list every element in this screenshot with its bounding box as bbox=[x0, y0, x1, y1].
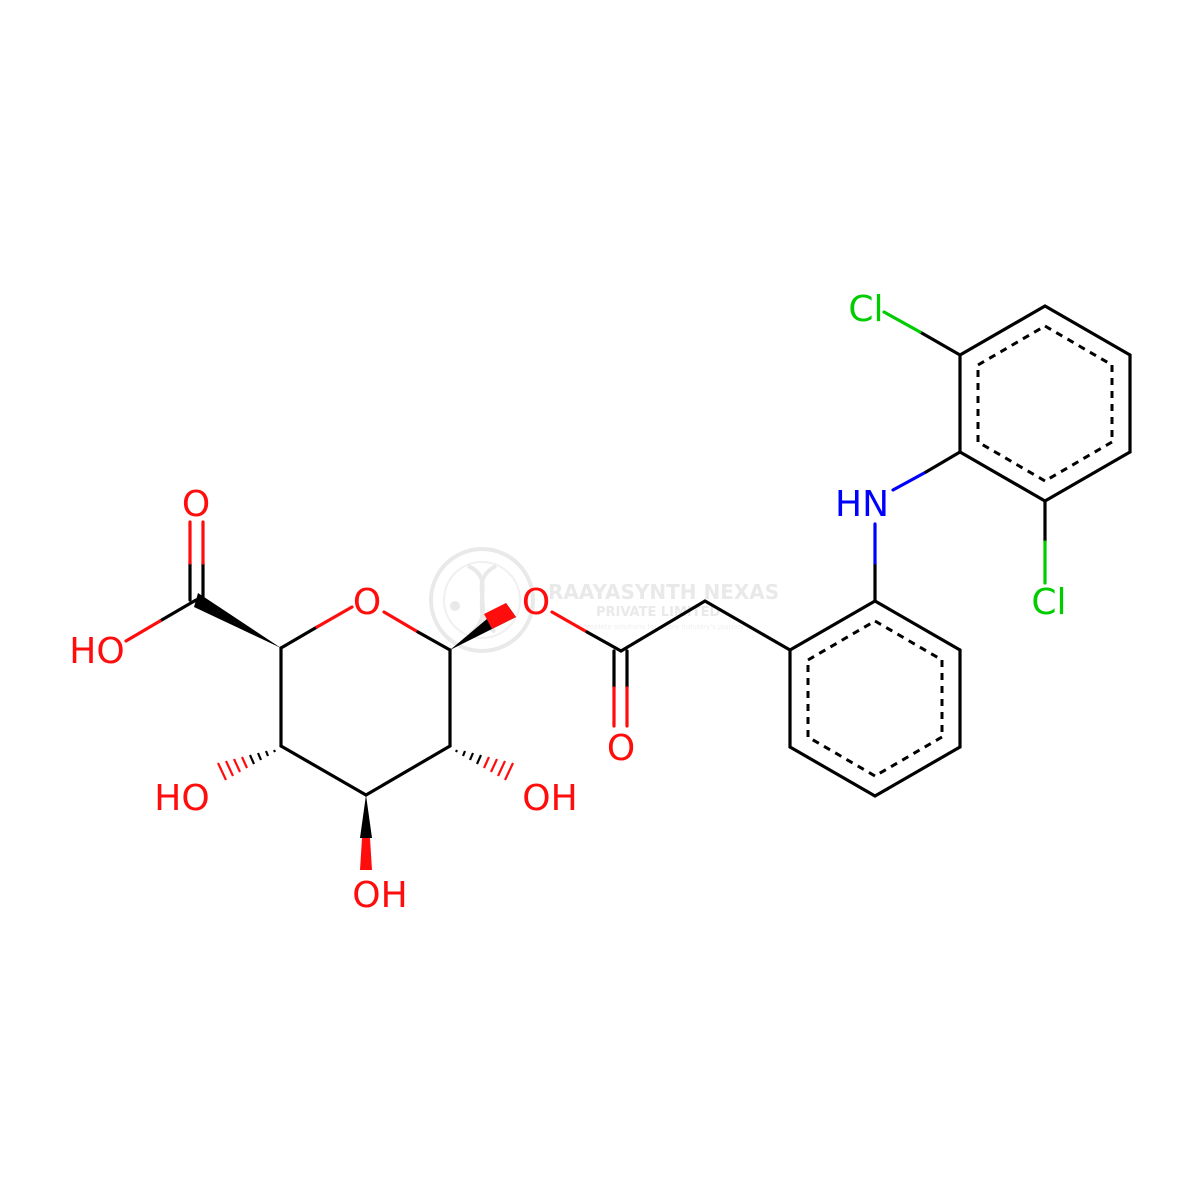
bond-ch2-aryl bbox=[703, 599, 792, 652]
bond-ringb-3-4 bbox=[1043, 304, 1132, 357]
bond-nh-ringb bbox=[924, 450, 962, 474]
wedge-c1-oester-red bbox=[484, 603, 516, 629]
bond-oester-ccarbonyl-red bbox=[550, 610, 589, 634]
hash-c2-6 bbox=[490, 758, 498, 773]
atom-cl-top: Cl bbox=[848, 289, 883, 330]
aromatic-ringb-5 bbox=[1044, 440, 1113, 483]
bond-ringa-4-5 bbox=[873, 745, 962, 798]
atom-nh: HN bbox=[835, 484, 889, 525]
hash-c2-1 bbox=[455, 749, 458, 753]
bond-ringb-cltop-green bbox=[882, 310, 922, 334]
wedge-bonds bbox=[194, 593, 516, 870]
atom-o-ester: O bbox=[522, 582, 550, 623]
watermark-name: RAAYASYNTH NEXAS bbox=[548, 580, 779, 604]
aromatic-ringa-2 bbox=[874, 619, 943, 662]
bond-ringa-1-2 bbox=[788, 599, 877, 652]
bond-ringa-5-6 bbox=[788, 745, 877, 798]
hash-c4-3 bbox=[256, 752, 263, 761]
atom-o-acid-double: O bbox=[182, 484, 210, 525]
wedge-c5-c6 bbox=[194, 593, 281, 648]
atom-ho-c4: HO bbox=[154, 778, 209, 819]
bond-c3-c4 bbox=[279, 744, 368, 797]
watermark-subtitle: PRIVATE LIMITED bbox=[596, 605, 721, 620]
watermark-logo: RAAYASYNTH NEXAS PRIVATE LIMITED Complet… bbox=[429, 547, 779, 653]
hash-c2-8 bbox=[504, 762, 514, 781]
bond-nh-ringb-blue bbox=[891, 470, 928, 492]
aromatic-ringb-2 bbox=[977, 324, 1046, 367]
bond-c6-ohacid bbox=[158, 598, 198, 623]
hashed-bonds bbox=[217, 749, 514, 781]
aromatic-ringb-3 bbox=[1044, 324, 1113, 367]
aromatic-ringa-1 bbox=[807, 619, 876, 662]
hash-c4-4 bbox=[248, 754, 256, 765]
bond-ringa-2-3 bbox=[873, 599, 962, 652]
aromatic-ringb-6 bbox=[977, 440, 1046, 483]
wedge-c3-oh-red bbox=[360, 838, 372, 870]
atom-o-ring: O bbox=[353, 582, 381, 623]
bond-lines bbox=[124, 304, 1132, 798]
watermark-dot bbox=[450, 601, 460, 611]
wedge-c3-oh bbox=[360, 795, 372, 838]
atom-ho-acid: HO bbox=[69, 631, 124, 672]
hash-c4-7 bbox=[225, 760, 234, 777]
hash-c4-8 bbox=[217, 762, 227, 781]
bond-oring-c1 bbox=[416, 630, 452, 652]
hash-c4-6 bbox=[233, 758, 241, 773]
bond-oester-ccarbonyl bbox=[585, 630, 623, 653]
bond-ringb-cltop bbox=[918, 330, 962, 357]
atom-labels: O O O O HO HO OH OH HN Cl Cl bbox=[69, 289, 1066, 916]
bond-c2-c3 bbox=[364, 744, 452, 797]
atom-cl-bottom: Cl bbox=[1031, 582, 1066, 623]
aromatic-ringa-5 bbox=[807, 735, 876, 778]
hash-c4-5 bbox=[240, 756, 249, 769]
hash-c2-7 bbox=[497, 760, 506, 777]
bond-oring-c1-red bbox=[382, 610, 420, 634]
bond-ringb-6-1 bbox=[958, 450, 1047, 503]
bond-ringb-5-6 bbox=[1043, 450, 1132, 503]
watermark-circle bbox=[429, 547, 535, 653]
atom-o-carbonyl: O bbox=[607, 728, 635, 769]
hash-c2-4 bbox=[475, 754, 483, 765]
hash-c2-5 bbox=[482, 756, 491, 769]
bond-ccarbonyl-ch2 bbox=[619, 599, 707, 653]
aromatic-ringa-4 bbox=[874, 735, 943, 778]
watermark-inner-circle bbox=[443, 561, 521, 639]
bond-ringb-2-3 bbox=[958, 304, 1047, 357]
atom-oh-c3: OH bbox=[352, 875, 407, 916]
bond-c5-oring-red bbox=[315, 605, 354, 629]
hash-c2-3 bbox=[468, 752, 475, 761]
bond-c6-ohacid-red bbox=[124, 619, 162, 643]
hash-c2-2 bbox=[461, 750, 467, 757]
hash-c4-2 bbox=[264, 750, 270, 757]
hash-c4-1 bbox=[273, 749, 276, 753]
atom-oh-c2: OH bbox=[522, 778, 577, 819]
bond-c5-oring bbox=[279, 625, 319, 650]
